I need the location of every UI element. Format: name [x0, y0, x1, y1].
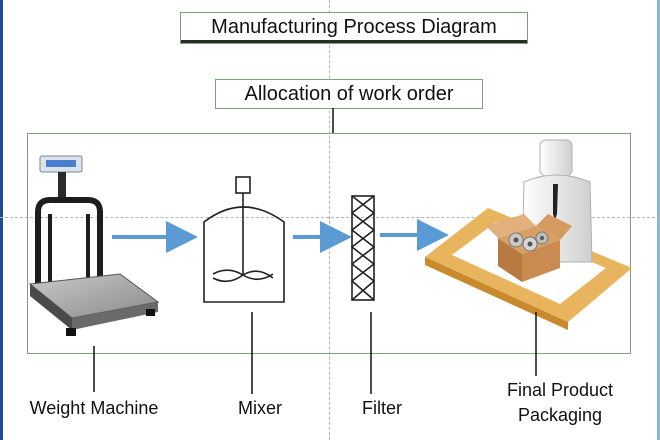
weight-machine-icon — [28, 155, 160, 336]
slide-right-edge — [657, 0, 660, 440]
final-product-label-line2: Packaging — [517, 405, 603, 425]
mixer-icon — [203, 176, 285, 303]
horizontal-guide — [0, 217, 660, 218]
work-order-label: Allocation of work order — [244, 82, 454, 105]
final-product-label-line1: Final Product — [506, 380, 614, 400]
final-product-packaging-label: Final Product Packaging — [490, 378, 630, 428]
diagram-title: Manufacturing Process Diagram — [211, 15, 497, 38]
diagram-title-box: Manufacturing Process Diagram — [180, 12, 528, 44]
vertical-guide — [329, 0, 330, 440]
filter-label: Filter — [362, 398, 402, 418]
slide-left-edge — [0, 0, 3, 440]
process-frame — [27, 133, 631, 354]
weight-machine-label: Weight Machine — [29, 398, 159, 418]
packaging-scene-icon — [425, 139, 632, 330]
filter-icon — [350, 195, 376, 301]
mixer-label: Mixer — [238, 398, 282, 418]
work-order-box: Allocation of work order — [215, 79, 483, 109]
